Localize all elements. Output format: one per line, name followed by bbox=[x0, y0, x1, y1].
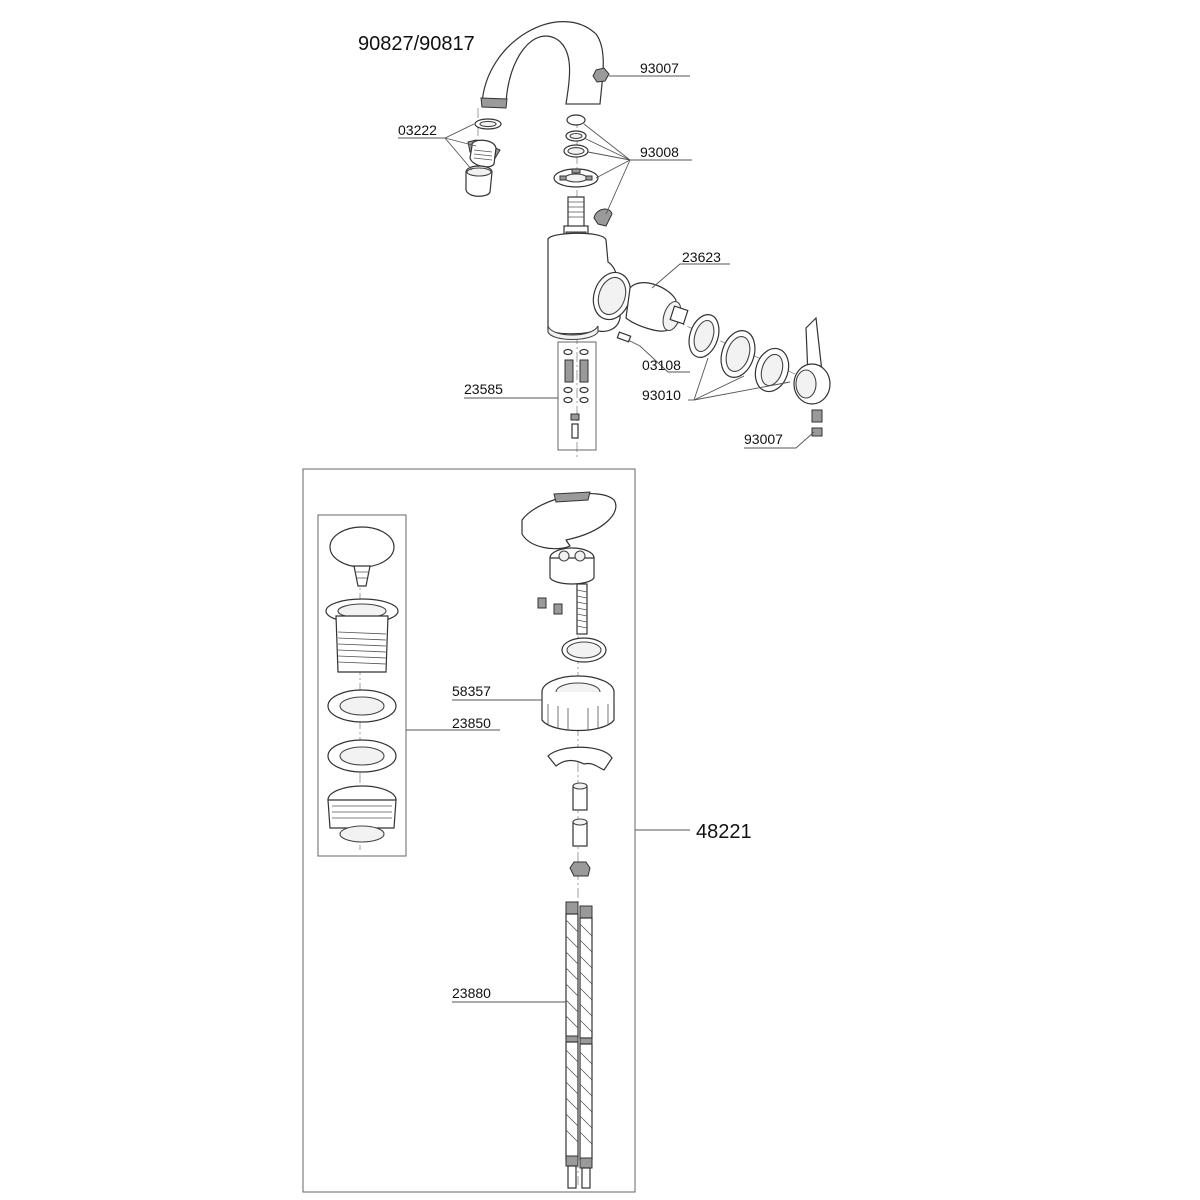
callout-labels: 93007 03222 93008 23623 03108 23585 9301… bbox=[398, 60, 783, 1001]
waste-box bbox=[317, 514, 407, 857]
callout-03222: 03222 bbox=[398, 122, 437, 138]
spout bbox=[480, 21, 604, 109]
mounting-kit-box bbox=[302, 468, 636, 1193]
cartridge bbox=[625, 282, 689, 332]
callout-03108: 03108 bbox=[642, 357, 681, 373]
callout-93007-top: 93007 bbox=[640, 60, 679, 76]
flexible-hoses bbox=[565, 901, 593, 1189]
lever-handle bbox=[793, 316, 831, 437]
callout-48221: 48221 bbox=[696, 821, 752, 843]
mounting-parts bbox=[521, 491, 617, 877]
callout-58357: 58357 bbox=[452, 683, 491, 699]
callout-93008: 93008 bbox=[640, 144, 679, 160]
callout-23850: 23850 bbox=[452, 715, 491, 731]
set-screw bbox=[616, 331, 632, 343]
aerator-parts bbox=[465, 118, 502, 197]
spout-nut bbox=[592, 67, 610, 83]
fixing-kit-box bbox=[557, 341, 597, 451]
model-number-title: 90827/90817 bbox=[358, 33, 475, 55]
callout-93010: 93010 bbox=[642, 387, 681, 403]
handle-rings bbox=[688, 314, 790, 393]
mixer-body bbox=[547, 232, 632, 341]
callout-23880: 23880 bbox=[452, 985, 491, 1001]
seal-stack bbox=[553, 114, 613, 227]
leader-lines bbox=[398, 75, 815, 1003]
callout-23623: 23623 bbox=[682, 249, 721, 265]
callout-93007-bottom: 93007 bbox=[744, 431, 783, 447]
callout-23585: 23585 bbox=[464, 381, 503, 397]
valve-stem bbox=[563, 196, 589, 239]
